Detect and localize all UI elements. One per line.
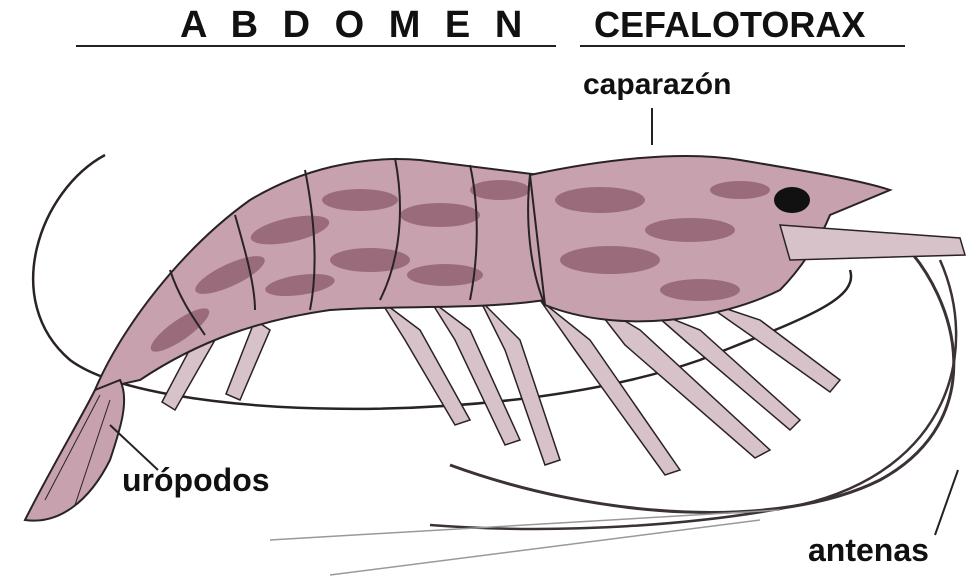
leader-antenas xyxy=(935,470,958,535)
walking-legs xyxy=(380,300,840,475)
antennal-scale xyxy=(780,225,965,260)
leader-uropodos xyxy=(110,425,158,470)
eye xyxy=(774,187,810,213)
